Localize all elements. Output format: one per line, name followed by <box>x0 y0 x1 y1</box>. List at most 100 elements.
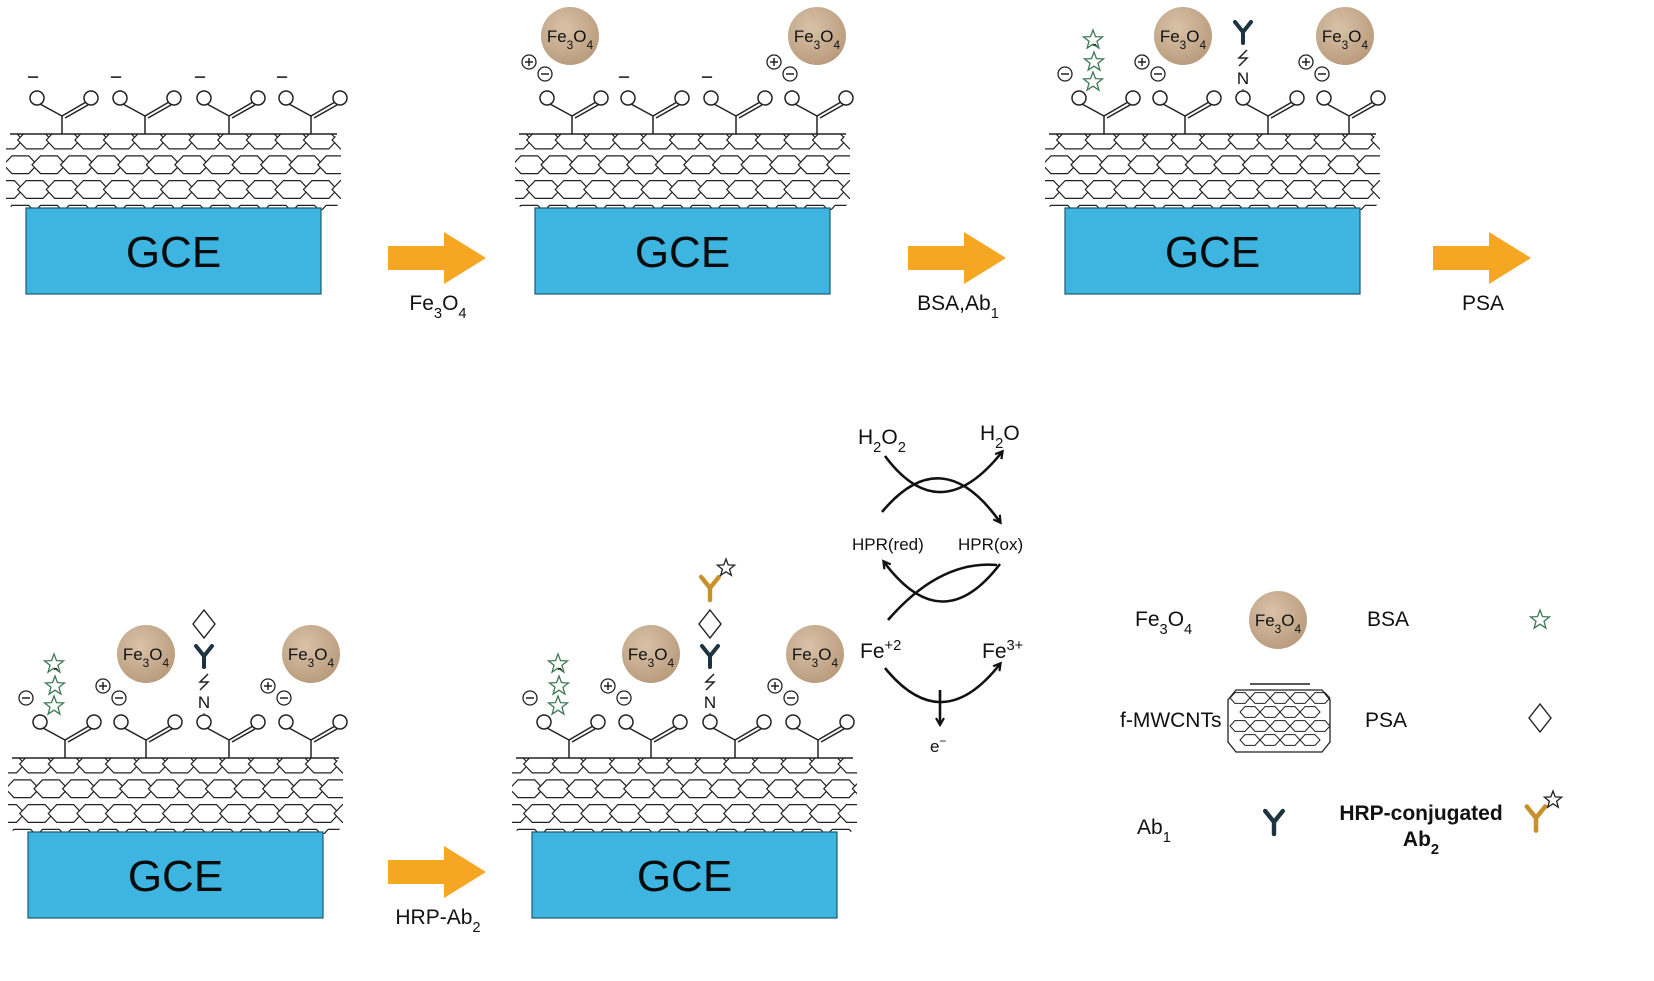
oxygen-atom <box>756 714 772 730</box>
oxygen-atom <box>838 90 854 106</box>
cycle-arrow-hpr-red-to-ox <box>881 477 1000 522</box>
cycle-arrow-fe2-to-fe3 <box>883 664 1000 704</box>
linker-n-label: N <box>704 693 716 712</box>
negative-charge: − <box>618 66 630 89</box>
oxygen-atom <box>1235 90 1251 106</box>
negative-charge-icon <box>1314 66 1330 82</box>
fe3o4-label: Fe3O4 <box>123 645 170 670</box>
ab1-antibody-icon <box>700 644 720 669</box>
linker-n-label: N <box>1237 69 1249 88</box>
oxygen-atom <box>112 90 128 106</box>
bsa-molecule: ˆ <box>42 652 67 716</box>
negative-charge-icon <box>18 690 34 706</box>
legend-bsa-label: BSA <box>1367 608 1409 631</box>
process-arrow-icon <box>388 846 486 898</box>
h2o2-label: H2O2 <box>858 426 906 456</box>
arrow-step1: Fe3O4 <box>388 232 486 322</box>
gce-electrode: GCE <box>25 207 322 295</box>
gce-label: GCE <box>637 852 732 901</box>
oxygen-atom <box>539 90 555 106</box>
carboxyl-group <box>620 90 690 134</box>
legend-hrp-star-icon <box>1542 789 1564 809</box>
positive-charge-icon <box>260 678 276 694</box>
fe3o4-nanoparticle: Fe3O4 <box>622 625 680 683</box>
carboxyl-group <box>539 90 609 134</box>
oxygen-atom <box>757 90 773 106</box>
fe3o4-nanoparticle: Fe3O4 <box>1316 7 1374 65</box>
fe3o4-nanoparticle: Fe3O4 <box>117 625 175 683</box>
bsa-molecule: ˆ <box>1081 28 1106 92</box>
negative-charge: − <box>27 66 39 89</box>
legend-bsa-star-icon <box>1528 608 1552 630</box>
negative-charge-icon <box>616 690 632 706</box>
cycle-arrow-fe3-to-fe2 <box>887 563 998 621</box>
svg-text:ˆ: ˆ <box>558 665 563 681</box>
positive-charge-icon <box>1298 54 1314 70</box>
fe3o4-nanoparticle: Fe3O4 <box>541 7 599 65</box>
legend-ab1-label: Ab1 <box>1137 816 1171 846</box>
fe3o4-nanoparticle: Fe3O4 <box>788 7 846 65</box>
bsa-molecule: ˆ <box>546 652 571 716</box>
gce-electrode: GCE <box>27 831 324 919</box>
fe3o4-label: Fe3O4 <box>547 27 594 52</box>
svg-text:ˆ: ˆ <box>1093 41 1098 57</box>
negative-charge-icon <box>1057 66 1073 82</box>
negative-charge: − <box>276 66 288 89</box>
positive-charge-icon <box>521 54 537 70</box>
electron-label: e− <box>930 734 946 756</box>
arrow-label: BSA,Ab1 <box>917 292 999 322</box>
legend-ab1-icon <box>1263 808 1285 837</box>
legend-psa-diamond-icon <box>1528 702 1552 734</box>
oxygen-atom <box>113 714 129 730</box>
oxygen-atom <box>86 714 102 730</box>
mwcnt-layer <box>1045 133 1380 210</box>
oxygen-atom <box>593 90 609 106</box>
oxygen-atom <box>784 90 800 106</box>
oxygen-atom <box>196 90 212 106</box>
oxygen-atom <box>83 90 99 106</box>
oxygen-atom <box>1206 90 1222 106</box>
bsa-star-icon <box>42 694 66 716</box>
gce-electrode: GCE <box>534 207 831 295</box>
linker-n-label: N <box>198 693 210 712</box>
negative-charge: − <box>110 66 122 89</box>
gce-electrode: GCE <box>531 831 838 919</box>
oxygen-atom <box>702 714 718 730</box>
hpr-ox-label: HPR(ox) <box>958 535 1023 554</box>
legend-mwcnt-icon <box>1227 683 1331 753</box>
carboxyl-group <box>1316 90 1386 134</box>
carboxyl-group <box>113 714 183 758</box>
oxygen-atom <box>250 90 266 106</box>
linker-bond <box>198 673 210 691</box>
oxygen-atom <box>1071 90 1087 106</box>
carboxyl-group <box>278 714 348 758</box>
fe3o4-label: Fe3O4 <box>792 645 839 670</box>
oxygen-atom <box>167 714 183 730</box>
oxygen-atom <box>1370 90 1386 106</box>
carboxyl-group <box>278 90 348 134</box>
arrow-label: PSA <box>1462 292 1504 315</box>
carboxyl-group <box>1152 90 1222 134</box>
fe3o4-label: Fe3O4 <box>794 27 841 52</box>
fe3o4-label: Fe3O4 <box>1255 611 1302 636</box>
carboxyl-group <box>785 714 855 758</box>
arrow-step3: PSA <box>1433 232 1531 315</box>
fe3o4-nanoparticle: Fe3O4 <box>1249 591 1307 649</box>
fe3o4-nanoparticle: Fe3O4 <box>1154 7 1212 65</box>
gce-label: GCE <box>128 852 223 901</box>
arrow-step2: BSA,Ab1 <box>908 232 1006 322</box>
oxygen-atom <box>618 714 634 730</box>
positive-charge-icon <box>1134 54 1150 70</box>
oxygen-atom <box>672 714 688 730</box>
negative-charge-icon <box>522 690 538 706</box>
oxygen-atom <box>29 90 45 106</box>
arrow-label: HRP-Ab2 <box>395 906 480 936</box>
legend-psa-label: PSA <box>1365 709 1407 732</box>
arrow-label: Fe3O4 <box>409 292 466 322</box>
cycle-arrow-hpr-ox-to-red <box>884 562 1002 603</box>
ab1-antibody-icon <box>194 644 214 669</box>
bsa-star-icon <box>546 694 570 716</box>
oxygen-atom <box>32 714 48 730</box>
fe3o4-label: Fe3O4 <box>288 645 335 670</box>
process-arrow-icon <box>1433 232 1531 284</box>
